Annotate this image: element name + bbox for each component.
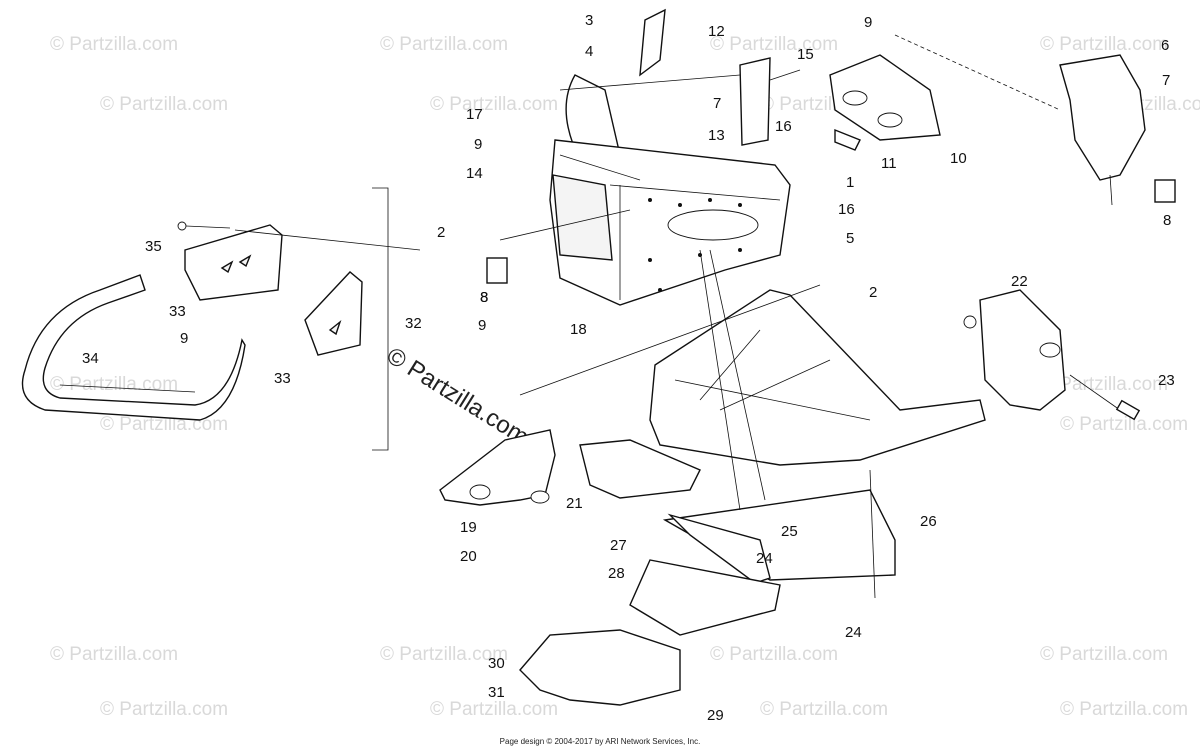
watermark: © Partzilla.com [1060, 414, 1188, 435]
watermark: © Partzilla.com [50, 374, 178, 395]
callout-label[interactable]: 24 [845, 624, 862, 641]
callout-layer: 1 2 2 3 4 5 6 7 7 8 8 8 9 9 9 9 10 11 12… [82, 12, 1175, 724]
watermark: © Partzilla.com [50, 34, 178, 55]
watermark: © Partzilla.com [430, 94, 558, 115]
callout-label[interactable]: 29 [707, 707, 724, 724]
callout-label[interactable]: 8 [480, 289, 488, 306]
callout-label[interactable]: 9 [474, 136, 482, 153]
page-footer: Page design © 2004-2017 by ARI Network S… [499, 737, 701, 746]
callout-label[interactable]: 34 [82, 350, 99, 367]
callout-label[interactable]: 14 [466, 165, 483, 182]
callout-label[interactable]: 33 [274, 370, 291, 387]
callout-label[interactable]: 1 [846, 174, 854, 191]
callout-label[interactable]: 28 [608, 565, 625, 582]
callout-label[interactable]: 2 [869, 284, 877, 301]
callout-label[interactable]: 8 [480, 289, 488, 306]
watermark: © Partzilla.com [710, 34, 838, 55]
callout-label[interactable]: 6 [1161, 37, 1169, 54]
callout-label[interactable]: 30 [488, 655, 505, 672]
callout-label[interactable]: 22 [1011, 273, 1028, 290]
watermark: © Partzilla.com [100, 94, 228, 115]
watermark: © Partzilla.com [1040, 34, 1168, 55]
front-frame-housing [486, 8, 1176, 306]
callout-label[interactable]: 24 [756, 550, 773, 567]
watermark: © Partzilla.com [100, 699, 228, 720]
watermark: © Partzilla.com [1040, 644, 1168, 665]
callout-label[interactable]: 16 [838, 201, 855, 218]
center-watermark: © Partzilla.com [382, 342, 533, 451]
watermark: © Partzilla.com [50, 644, 178, 665]
watermark: © Partzilla.com [710, 644, 838, 665]
watermark: © Partzilla.com [380, 644, 508, 665]
callout-label[interactable]: 9 [864, 14, 872, 31]
watermark: © Partzilla.com [430, 699, 558, 720]
callout-label[interactable]: 27 [610, 537, 627, 554]
callout-label[interactable]: 13 [708, 127, 725, 144]
callout-label[interactable]: 20 [460, 548, 477, 565]
callout-label[interactable]: 35 [145, 238, 162, 255]
watermark: © Partzilla.com [1060, 699, 1188, 720]
callout-label[interactable]: 18 [570, 321, 587, 338]
callout-label[interactable]: 33 [169, 303, 186, 320]
callout-label[interactable]: 9 [180, 330, 188, 347]
right-hinge-bracket [894, 34, 1146, 206]
callout-label[interactable]: 26 [920, 513, 937, 530]
callout-label[interactable]: 2 [437, 224, 445, 241]
front-bumper-assembly [21, 187, 389, 451]
lower-chassis-frame [234, 74, 1141, 706]
callout-label[interactable]: 7 [713, 95, 721, 112]
callout-label[interactable]: 16 [775, 118, 792, 135]
callout-label[interactable]: 15 [797, 46, 814, 63]
watermark: © Partzilla.com [1040, 374, 1168, 395]
callout-label[interactable]: 12 [708, 23, 725, 40]
callout-label[interactable]: 8 [1163, 212, 1171, 229]
callout-label[interactable]: 5 [846, 230, 854, 247]
callout-label[interactable]: 3 [585, 12, 593, 29]
callout-label[interactable]: 4 [585, 43, 593, 60]
callout-label[interactable]: 23 [1158, 372, 1175, 389]
callout-label[interactable]: 19 [460, 519, 477, 536]
callout-label[interactable]: 25 [781, 523, 798, 540]
callout-label[interactable]: 32 [405, 315, 422, 332]
callout-label[interactable]: 21 [566, 495, 583, 512]
callout-label[interactable]: 9 [478, 317, 486, 334]
callout-label[interactable]: 11 [881, 155, 897, 172]
watermark: © Partzilla.com [760, 699, 888, 720]
callout-label[interactable]: 17 [466, 106, 483, 123]
callout-label[interactable]: 7 [1162, 72, 1170, 89]
callout-label[interactable]: 10 [950, 150, 967, 167]
watermark: © Partzilla.com [380, 34, 508, 55]
callout-label[interactable]: 31 [488, 684, 505, 701]
